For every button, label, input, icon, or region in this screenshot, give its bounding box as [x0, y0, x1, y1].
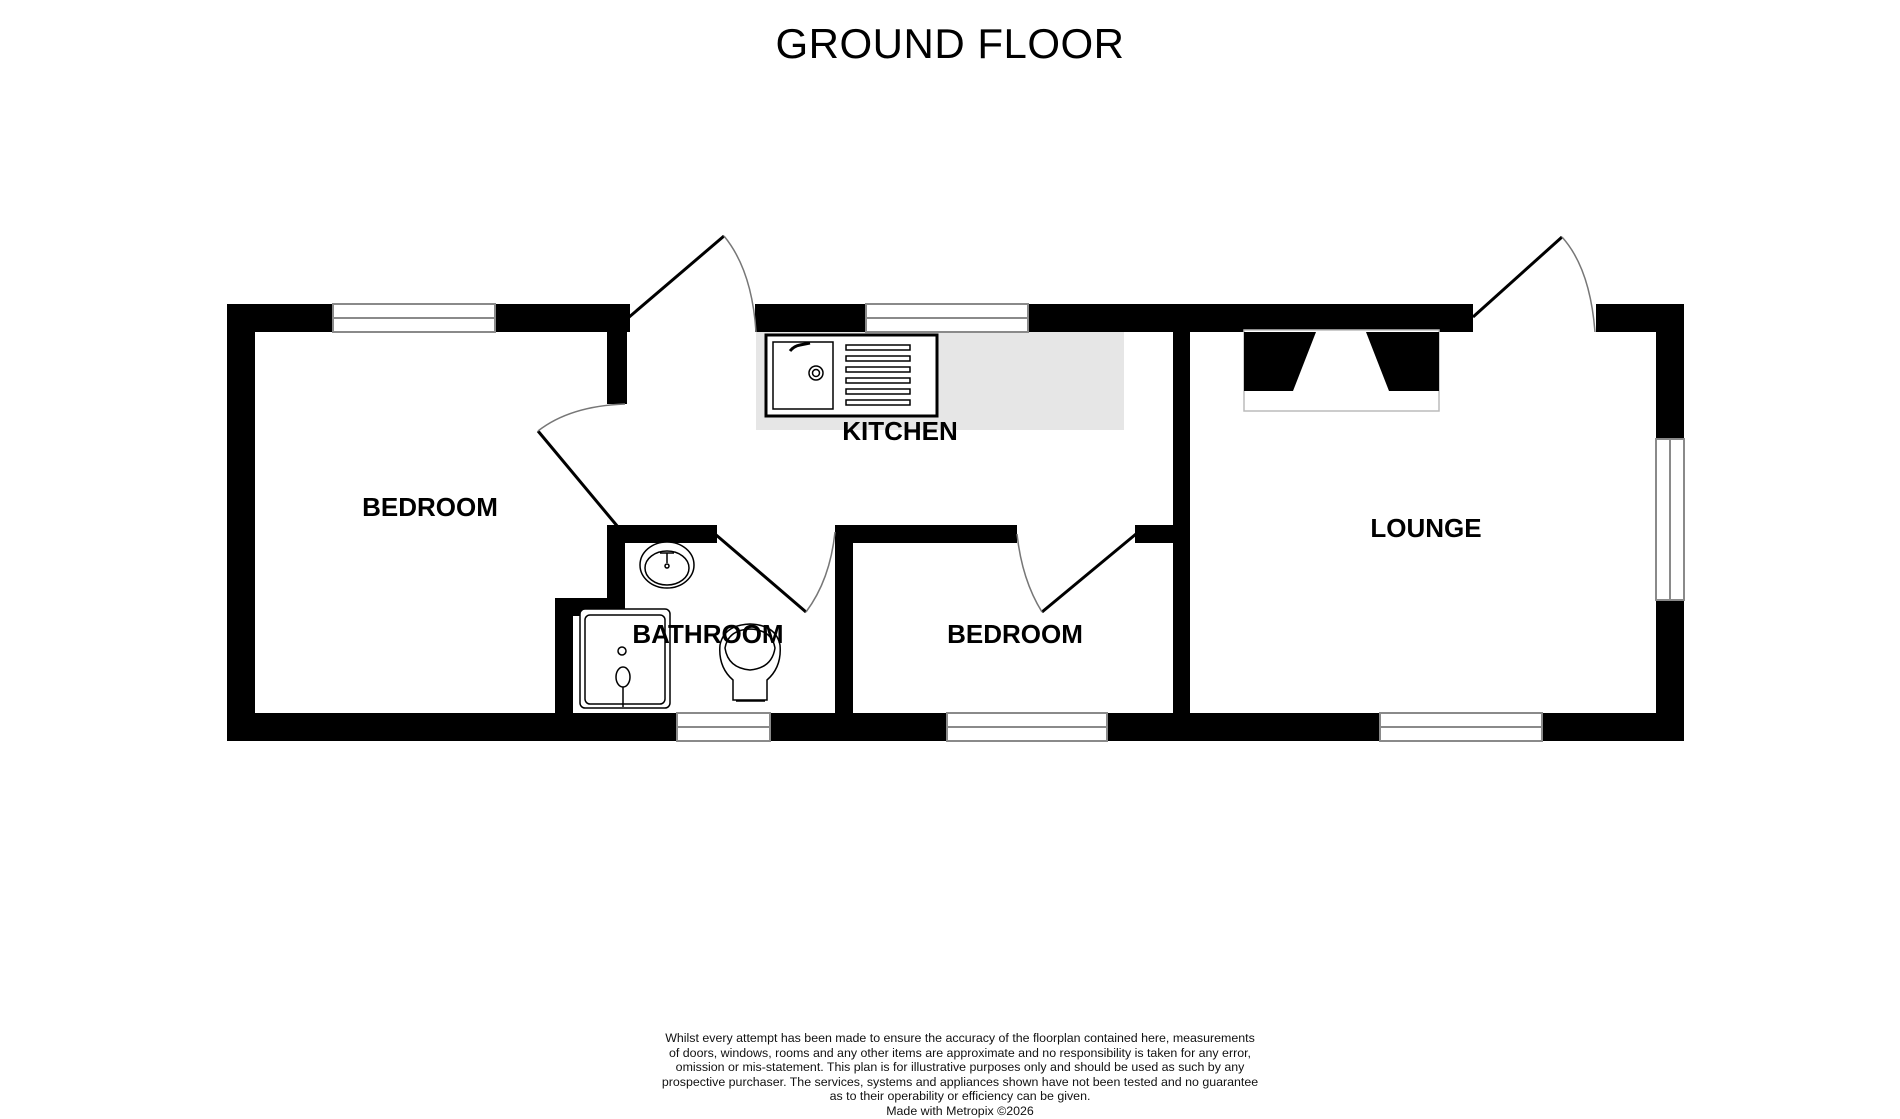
room-label-bedroom-1: BEDROOM	[362, 492, 498, 522]
door-kitchen-entrance	[627, 234, 757, 333]
disclaimer-line: of doors, windows, rooms and any other i…	[669, 1045, 1251, 1060]
fireplace-icon	[1243, 329, 1440, 412]
windows	[332, 303, 1685, 742]
disclaimer-line: omission or mis-statement. This plan is …	[675, 1060, 1245, 1075]
window-kitchen	[865, 303, 1029, 333]
room-label-lounge: LOUNGE	[1370, 513, 1481, 543]
toilet-icon	[719, 623, 781, 702]
washbasin-icon	[639, 541, 695, 589]
floor-title: GROUND FLOOR	[775, 20, 1125, 67]
shower-tray-icon	[579, 608, 671, 709]
door-bedroom-2	[1016, 532, 1137, 614]
window-bedroom-1	[332, 303, 496, 333]
window-lounge-bottom	[1379, 712, 1543, 742]
disclaimer: Whilst every attempt has been made to en…	[600, 1031, 1320, 1119]
disclaimer-line: as to their operability or efficiency ca…	[829, 1089, 1091, 1104]
door-bathroom	[714, 531, 836, 614]
room-label-bathroom: BATHROOM	[632, 619, 783, 649]
door-bedroom-1	[536, 403, 626, 528]
metropix-credit: Made with Metropix ©2026	[886, 1103, 1034, 1118]
room-labels: BEDROOM KITCHEN BATHROOM BEDROOM LOUNGE	[362, 416, 1482, 649]
disclaimer-line: prospective purchaser. The services, sys…	[661, 1074, 1259, 1089]
walls	[227, 304, 1684, 741]
disclaimer-line: Whilst every attempt has been made to en…	[665, 1031, 1255, 1045]
door-lounge-entrance	[1471, 235, 1596, 333]
doors	[536, 234, 1596, 614]
window-bathroom	[676, 712, 771, 742]
window-lounge-side	[1655, 438, 1685, 601]
room-label-bedroom-2: BEDROOM	[947, 619, 1083, 649]
kitchen-sink-icon	[764, 333, 939, 418]
window-bedroom-2	[946, 712, 1108, 742]
room-label-kitchen: KITCHEN	[842, 416, 958, 446]
